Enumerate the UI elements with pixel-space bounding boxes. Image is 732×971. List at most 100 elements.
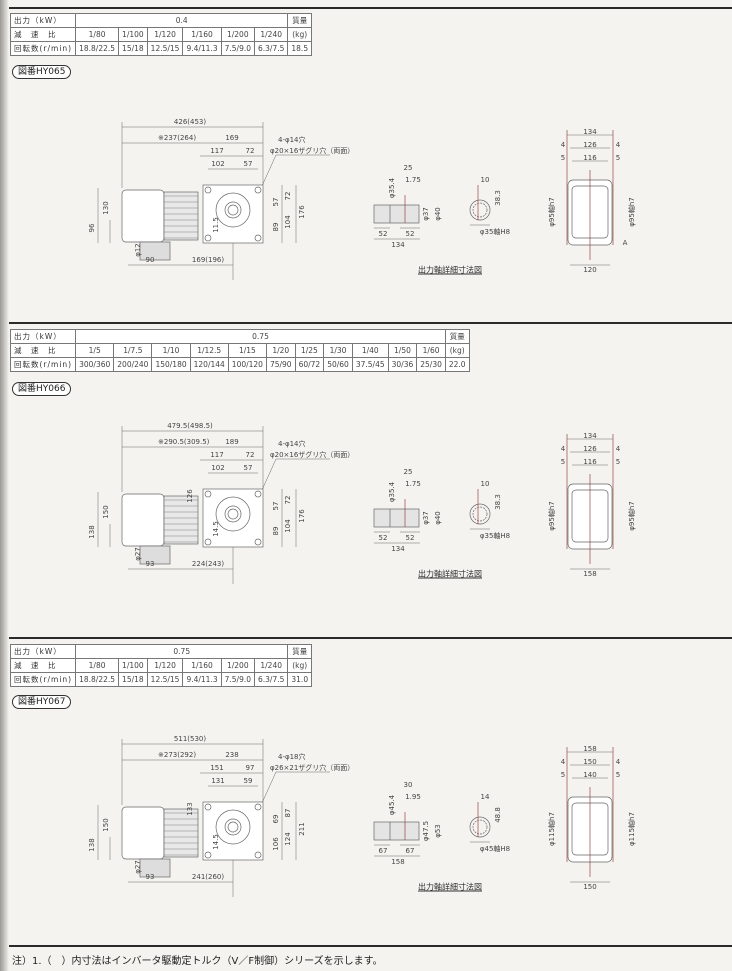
dimension-s-l2: 52 [405,230,415,238]
shaft-detail-caption: 出力軸詳細寸法図 [418,569,482,579]
speed-cell: 18.8/22.5 [75,672,120,687]
mass-unit: (kg) [444,343,470,358]
ratio-cell: 1/120 [146,27,184,42]
dimension-extra: 133 [186,802,194,816]
mass-value: 18.5 [287,41,313,56]
dimension-f-mid: 150 [583,758,597,766]
dimension-len2: 241(260) [191,873,225,881]
dimension-f-bottom: 150 [583,883,597,891]
dimension-s-d1: φ35.4 [388,481,396,503]
speed-cell: 9.4/11.3 [182,41,222,56]
speed-cell: 100/120 [227,357,267,372]
ratio-cell: 1/200 [220,658,256,673]
dimension-s-total: 158 [391,858,405,866]
shaft-detail-caption: 出力軸詳細寸法図 [418,882,482,892]
dimension-f-b: 4 [615,758,621,766]
mass-unit: (kg) [287,27,313,42]
speed-cell: 60/72 [294,357,325,372]
model-label: 図番HY066 [12,382,72,396]
ratio-cell: 1/80 [75,658,120,673]
motor-body [121,493,165,547]
gear-length: 169 [225,134,239,142]
ratio-cell: 1/30 [323,343,353,358]
dimension-g4: 59 [243,777,253,785]
ratio-label: 減 速 比 [9,27,77,42]
page-binding-shadow [0,0,9,971]
dimension-motor-h: 150 [102,505,110,519]
dimension-f-b: 4 [615,445,621,453]
dimension-g3: 131 [211,777,225,785]
output-value: 0.75 [75,644,289,659]
model-label: 図番HY065 [12,65,72,79]
dimension-s-d3: φ53 [434,824,442,838]
dimension-s-l1: 52 [378,230,388,238]
dimension-s-l1: 52 [378,534,388,542]
ratio-cell: 1/7.5 [113,343,153,358]
speed-cell: 9.4/11.3 [182,672,222,687]
dimension-s-d2: φ37 [422,207,430,221]
dimension-k-h: 48.8 [494,807,502,823]
dimension-g3: 102 [211,464,225,472]
speed-cell: 30/36 [387,357,418,372]
motor-fins [163,808,199,858]
dimension-k-w: 10 [480,176,490,184]
dimension-s-l2: 52 [405,534,415,542]
dimension-s-d1: φ35.4 [388,177,396,199]
mass-value: 22.0 [444,357,470,372]
ratio-cell: 1/240 [253,27,289,42]
gearbox-body [202,488,264,548]
output-label: 出力（kW） [9,13,77,28]
dimension-f-phi-l: φ115軸h7 [548,812,556,846]
dimension-f-d: 5 [615,458,621,466]
dimension-base-h: 138 [88,838,96,852]
dimension-f-phi-r: φ95軸h7 [628,197,636,227]
speed-cell: 150/180 [151,357,191,372]
dimension-f-b: 4 [615,141,621,149]
model-label: 図番HY067 [12,695,72,709]
dimension-s-total: 134 [391,545,405,553]
speed-label: 回転数(r/min) [9,672,77,687]
speed-cell: 18.8/22.5 [75,41,120,56]
dimension-s-total: 134 [391,241,405,249]
dimension-s-d2: φ37 [422,511,430,525]
dimension-g4: 57 [243,464,253,472]
speed-cell: 12.5/15 [146,672,184,687]
keyway-view [469,503,491,525]
dimension-g2: 72 [245,451,255,459]
dimension-center: 14.5 [212,834,220,850]
ratio-cell: 1/120 [146,658,184,673]
dimension-f-d: 5 [615,154,621,162]
section-rule [9,7,732,9]
gear-length: 238 [225,751,239,759]
keyway-view [469,199,491,221]
mass-label: 質量 [444,329,470,344]
ratio-cell: 1/50 [387,343,418,358]
mass-value: 31.0 [287,672,313,687]
dimension-g2: 72 [245,147,255,155]
dimension-f-total: 134 [583,128,597,136]
output-label: 出力（kW） [9,329,77,344]
dimension-v3: 89 [272,526,280,536]
dimension-v2: 72 [284,495,292,505]
ratio-cell: 1/200 [220,27,256,42]
dimension-f-bottom: 120 [583,266,597,274]
gear-length: 189 [225,438,239,446]
dimension-s-depth: 1.75 [405,176,421,184]
dimension-s-d3: φ40 [434,207,442,221]
output-hub [215,496,251,532]
ratio-cell: 1/25 [294,343,325,358]
dimension-s-key: 25 [403,164,413,172]
dimension-s-l1: 67 [378,847,388,855]
dimension-len1: 93 [145,560,155,568]
speed-cell: 6.3/7.5 [253,672,289,687]
dimension-f-inner: 140 [583,771,597,779]
footer-rule [9,945,732,947]
dimension-k-h: 38.3 [494,190,502,206]
dimension-len2: 169(196) [191,256,225,264]
dimension-len1: 93 [145,873,155,881]
footnote: 注）1.（ ）内寸法はインバータ駆動定トルク（V／F制御）シリーズを示します。 [12,956,383,967]
dimension-k-d: φ45軸H8 [479,845,511,853]
